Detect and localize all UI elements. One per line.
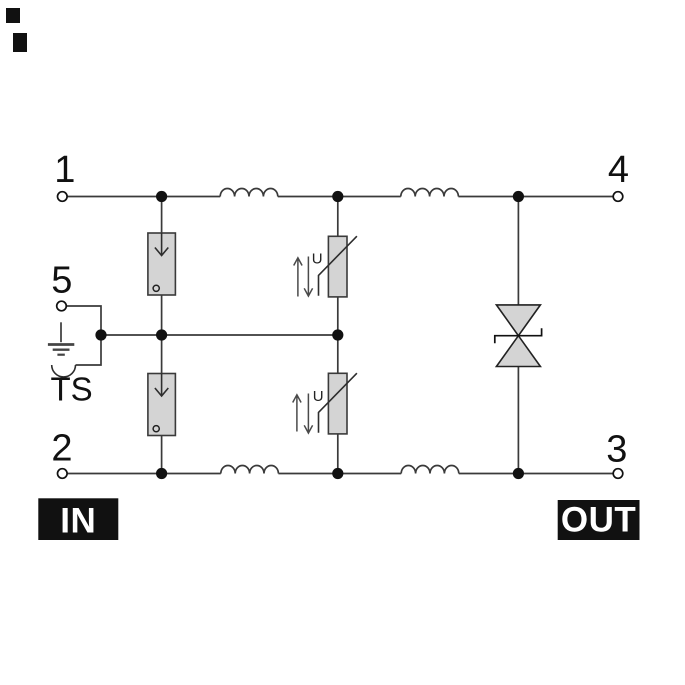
terminal-circle	[612, 467, 624, 480]
varistor-diagonal	[317, 372, 358, 433]
terminal-circle	[55, 300, 68, 312]
suppressor-diode-icon	[493, 304, 543, 368]
terminal-number: 2	[51, 428, 72, 470]
artifact-mark	[13, 33, 27, 52]
earth-ground-icon	[47, 322, 75, 356]
diode-triangle-top	[494, 304, 542, 338]
junction-dot	[332, 329, 344, 341]
inductor-top-right-icon	[399, 187, 460, 197]
arrow-up-icon	[293, 256, 303, 297]
junction-dot	[156, 190, 168, 203]
varistor-body	[327, 372, 348, 435]
arrester-electrode-dot-icon	[152, 284, 161, 293]
terminal-circle	[56, 190, 68, 203]
gas-discharge-tube-upper	[147, 232, 177, 296]
junction-dots	[95, 190, 525, 480]
inductor-top-left-icon	[219, 187, 279, 197]
terminal-number: 4	[608, 149, 629, 191]
voltage-label: U	[313, 388, 324, 405]
terminal-5: 5	[51, 260, 72, 312]
terminal-2: 2	[51, 428, 73, 480]
terminal-4: 4	[608, 149, 629, 203]
arrester-arrowhead-icon	[154, 387, 169, 398]
junction-dot	[512, 467, 525, 480]
voltage-label: U	[312, 251, 323, 268]
terminal-number: 1	[54, 149, 75, 191]
terminal-3: 3	[606, 429, 627, 480]
in-label-box	[38, 498, 119, 540]
junction-dot	[332, 467, 344, 480]
terminal-1: 1	[54, 149, 75, 203]
terminal-number: 5	[51, 260, 72, 302]
inductor-bottom-left-icon	[219, 464, 280, 474]
varistor-diagonal	[317, 235, 358, 296]
din-rail-clamp-arc	[50, 364, 77, 378]
junction-dot	[95, 329, 107, 341]
junction-dot	[332, 190, 344, 203]
artifact-mark	[6, 8, 20, 23]
junction-dot	[512, 190, 525, 203]
out-label-box	[557, 500, 640, 540]
inductor-bottom-right-icon	[400, 464, 460, 474]
arrester-arrowhead-icon	[154, 246, 169, 257]
terminal-circle	[612, 190, 624, 203]
arrow-down-icon	[303, 256, 314, 298]
gas-discharge-tube-lower	[147, 372, 177, 437]
terminal-number: 3	[606, 429, 627, 471]
arrow-down-icon	[303, 393, 314, 435]
arrow-up-icon	[292, 393, 302, 432]
artifact-marks	[6, 8, 27, 52]
in-label-text: IN	[60, 502, 96, 541]
din-rail-label: TS	[51, 370, 93, 407]
junction-dot	[156, 467, 168, 480]
out-label-text: OUT	[561, 501, 636, 540]
varistor-body	[327, 235, 348, 298]
arrester-electrode-dot-icon	[152, 424, 161, 433]
in-port-label: IN	[38, 498, 119, 541]
diode-triangle-bottom	[494, 334, 542, 368]
diode-cathode-bar	[493, 328, 543, 344]
terminal-circle	[56, 467, 68, 480]
varistor-lower: U	[292, 372, 358, 435]
junction-dot	[156, 329, 168, 341]
out-port-label: OUT	[557, 500, 640, 540]
varistor-upper: U	[293, 235, 358, 298]
